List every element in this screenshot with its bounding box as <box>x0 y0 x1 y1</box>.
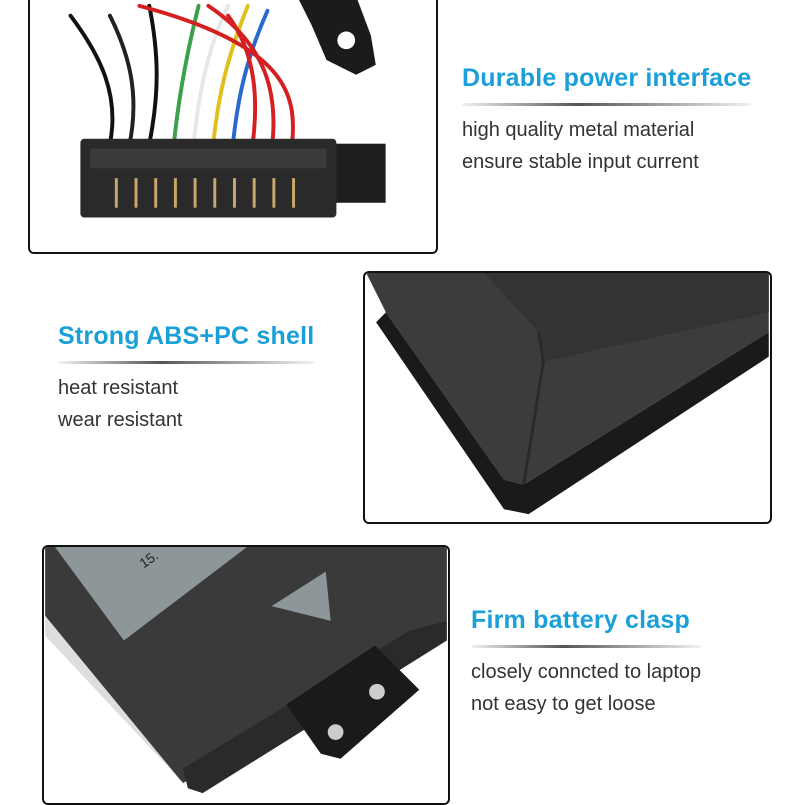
clasp-photo: 15. <box>42 545 450 805</box>
divider <box>471 645 702 648</box>
feature-firm-clasp: Firm battery clasp closely conncted to l… <box>471 606 702 720</box>
feature-line: wear resistant <box>58 409 183 431</box>
feature-strong-shell: Strong ABS+PC shell heat resistant wear … <box>58 322 315 436</box>
divider <box>58 361 315 364</box>
feature-title: Strong ABS+PC shell <box>58 322 315 350</box>
clasp-illustration: 15. <box>45 547 447 803</box>
shell-photo <box>363 271 772 524</box>
feature-durable-power-interface: Durable power interface high quality met… <box>462 64 752 178</box>
feature-line: closely conncted to laptop <box>471 661 702 683</box>
feature-line: not easy to get loose <box>471 693 656 715</box>
connector-illustration <box>31 0 435 252</box>
shell-illustration <box>366 273 769 522</box>
divider <box>462 103 752 106</box>
feature-line: high quality metal material <box>462 119 695 141</box>
feature-title: Durable power interface <box>462 64 752 92</box>
feature-line: heat resistant <box>58 377 179 399</box>
connector-photo <box>28 0 438 254</box>
feature-line: ensure stable input current <box>462 151 699 173</box>
feature-title: Firm battery clasp <box>471 606 690 634</box>
